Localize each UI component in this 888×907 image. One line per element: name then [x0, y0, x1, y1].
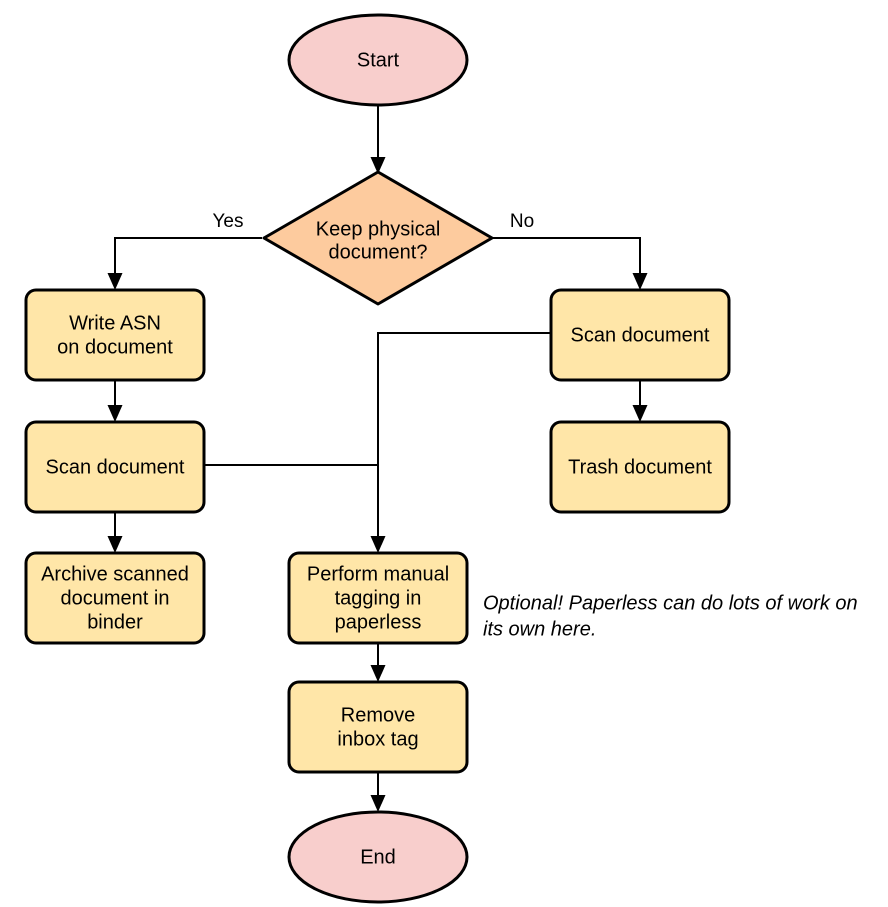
archive-box [24, 551, 206, 645]
remove-inbox-label-line2: inbox tag [337, 728, 418, 750]
edge-decision-no-to-scan-right [492, 237, 648, 290]
end-label: End [360, 846, 396, 868]
decision-label-line1: Keep physical [316, 218, 441, 240]
edge-label-yes: Yes [213, 211, 244, 232]
trash-document-label: Trash document [568, 456, 712, 478]
start-label: Start [357, 49, 400, 71]
node-scan-document-left[interactable]: Scan document [24, 420, 206, 514]
tagging-label-line1: Perform manual [307, 563, 449, 585]
start-ellipse [287, 13, 469, 107]
write-asn-label-line2: on document [57, 336, 173, 358]
edge-scan-right-to-tagging [370, 332, 551, 553]
edge-label-no: No [510, 211, 534, 232]
edge-remove-inbox-to-end [370, 772, 386, 812]
remove-inbox-tag-box [287, 680, 469, 774]
scan-document-left-label: Scan document [46, 456, 185, 478]
edge-start-to-decision [370, 105, 386, 174]
archive-label-line1: Archive scanned [41, 563, 189, 585]
node-archive-scanned-document[interactable]: Archive scanned document in binder [24, 551, 206, 645]
remove-inbox-label-line1: Remove [341, 704, 415, 726]
write-asn-label-line1: Write ASN [69, 312, 161, 334]
edge-tagging-to-remove-inbox [370, 643, 386, 682]
tagging-label-line3: paperless [335, 611, 422, 633]
write-asn-box [24, 288, 206, 382]
archive-label-line3: binder [87, 611, 143, 633]
scan-document-right-box [549, 288, 731, 382]
scan-document-right-label: Scan document [571, 324, 710, 346]
node-scan-document-right[interactable]: Scan document [549, 288, 731, 382]
decision-diamond [262, 170, 494, 306]
node-write-asn-on-document[interactable]: Write ASN on document [24, 288, 206, 382]
node-trash-document[interactable]: Trash document [549, 420, 731, 514]
tagging-label-line2: tagging in [335, 587, 422, 609]
annotation-line2: its own here. [483, 618, 596, 640]
trash-document-box [549, 420, 731, 514]
node-perform-manual-tagging[interactable]: Perform manual tagging in paperless [287, 551, 469, 645]
edge-write-asn-to-scan-left [107, 380, 123, 422]
edge-scan-left-to-archive [107, 512, 123, 553]
decision-label-line2: document? [329, 241, 428, 263]
edge-decision-yes-to-write-asn [107, 237, 262, 290]
node-end[interactable]: End [287, 810, 469, 904]
archive-label-line2: document in [61, 587, 170, 609]
node-start[interactable]: Start [287, 13, 469, 107]
tagging-box [287, 551, 469, 645]
annotation-note: Optional! Paperless can do lots of work … [483, 592, 858, 640]
node-remove-inbox-tag[interactable]: Remove inbox tag [287, 680, 469, 774]
scan-document-left-box [24, 420, 206, 514]
edge-scan-right-to-trash [632, 380, 648, 422]
annotation-line1: Optional! Paperless can do lots of work … [483, 592, 858, 614]
end-ellipse [287, 810, 469, 904]
node-decision-keep-physical-document[interactable]: Keep physical document? [262, 170, 494, 306]
